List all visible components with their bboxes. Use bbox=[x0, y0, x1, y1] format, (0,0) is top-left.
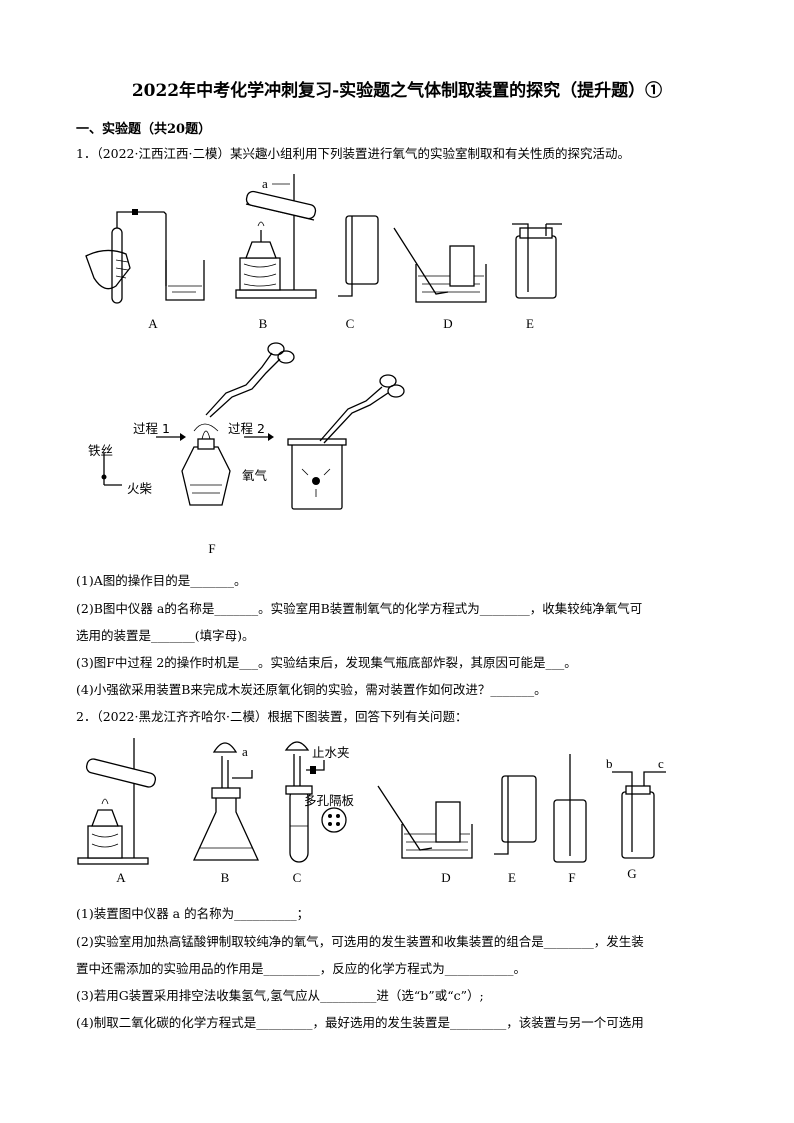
q2-label-d-fig: D bbox=[441, 870, 451, 885]
q1-label-c-fig: C bbox=[345, 316, 355, 331]
q2-label-a: a bbox=[242, 744, 248, 759]
q2-sub2-line1: (2)实验室用加热高锰酸钾制取较纯净的氧气，可选用的发生装置和收集装置的组合是_… bbox=[76, 934, 644, 949]
q1-apparatus-d bbox=[393, 227, 487, 303]
q1-sub3: (3)图F中过程 2的操作时机是___。实验结束后，发现集气瓶底部炸裂，其原因可… bbox=[76, 655, 577, 670]
q2-sub1: (1)装置图中仪器 a 的名称为__________； bbox=[76, 906, 310, 921]
q2-label-g-fig: G bbox=[627, 866, 637, 881]
q1-apparatus-a bbox=[85, 209, 205, 304]
q1-f-match: 火柴 bbox=[127, 481, 153, 496]
q1-apparatus-figure: a bbox=[85, 174, 562, 304]
q1-label-b-fig: B bbox=[258, 316, 268, 331]
q2-sub3: (3)若用G装置采用排空法收集氢气,氢气应从_________进（选“b”或“c… bbox=[76, 988, 484, 1003]
q2-apparatus-f bbox=[553, 754, 587, 863]
section-heading: 一、实验题（共20题） bbox=[76, 122, 212, 137]
q2-apparatus-c bbox=[284, 741, 347, 863]
q2-label-b-fig: B bbox=[220, 870, 230, 885]
q2-apparatus-b: a bbox=[192, 742, 260, 861]
q2-label-e-fig: E bbox=[508, 870, 516, 885]
q1-apparatus-e bbox=[512, 223, 562, 299]
q2-plate-label: 多孔隔板 bbox=[304, 793, 355, 808]
q2-label-c: c bbox=[658, 756, 664, 771]
q1-label-e-fig: E bbox=[526, 316, 534, 331]
q2-stem: 2．（2022·黑龙江齐齐哈尔·二模）根据下图装置，回答下列有关问题： bbox=[76, 709, 468, 724]
document-title: 2022年中考化学冲刺复习-实验题之气体制取装置的探究（提升题）① bbox=[131, 81, 663, 101]
q1-apparatus-b: a bbox=[235, 174, 317, 299]
q1-sub1: (1)A图的操作目的是_______。 bbox=[76, 573, 247, 588]
q1-label-a-fig: A bbox=[148, 316, 158, 331]
q1-sub4: (4)小强欲采用装置B来完成木炭还原氧化铜的实验，需对装置作如何改进？_____… bbox=[76, 682, 547, 697]
q2-apparatus-a bbox=[77, 738, 157, 865]
q1-label-d-fig: D bbox=[443, 316, 453, 331]
q2-label-b: b bbox=[606, 756, 613, 771]
q2-apparatus-e bbox=[494, 775, 537, 855]
q1-f-process2: 过程 2 bbox=[228, 421, 265, 436]
q2-clamp-label: 止水夹 bbox=[312, 745, 350, 760]
q1-apparatus-c bbox=[338, 215, 379, 297]
q1-f-label: F bbox=[208, 541, 216, 556]
q2-apparatus-figure: a b c bbox=[77, 738, 666, 865]
q2-label-a-fig: A bbox=[116, 870, 126, 885]
q1-stem: 1．（2022·江西江西·二模）某兴趣小组利用下列装置进行氧气的实验室制取和有关… bbox=[76, 146, 630, 161]
q2-label-f-fig: F bbox=[568, 870, 576, 885]
q1-label-a: a bbox=[262, 176, 268, 191]
q2-apparatus-d bbox=[377, 785, 473, 859]
q2-sub2-line2: 置中还需添加的实验用品的作用是_________，反应的化学方程式为______… bbox=[76, 961, 527, 976]
q2-sub4: (4)制取二氧化碳的化学方程式是_________，最好选用的发生装置是____… bbox=[76, 1015, 644, 1030]
q2-label-c-fig: C bbox=[292, 870, 302, 885]
q1-f-iron-wire: 铁丝 bbox=[88, 443, 114, 458]
q1-sub2-line1: (2)B图中仪器 a的名称是_______。实验室用B装置制氧气的化学方程式为_… bbox=[76, 601, 643, 616]
q1-figure-f bbox=[101, 342, 405, 510]
q2-apparatus-g: b c bbox=[606, 756, 666, 859]
q1-f-process1: 过程 1 bbox=[133, 421, 170, 436]
q1-sub2-line2: 选用的装置是_______(填字母)。 bbox=[76, 628, 255, 643]
q1-f-oxygen: 氧气 bbox=[242, 468, 268, 483]
